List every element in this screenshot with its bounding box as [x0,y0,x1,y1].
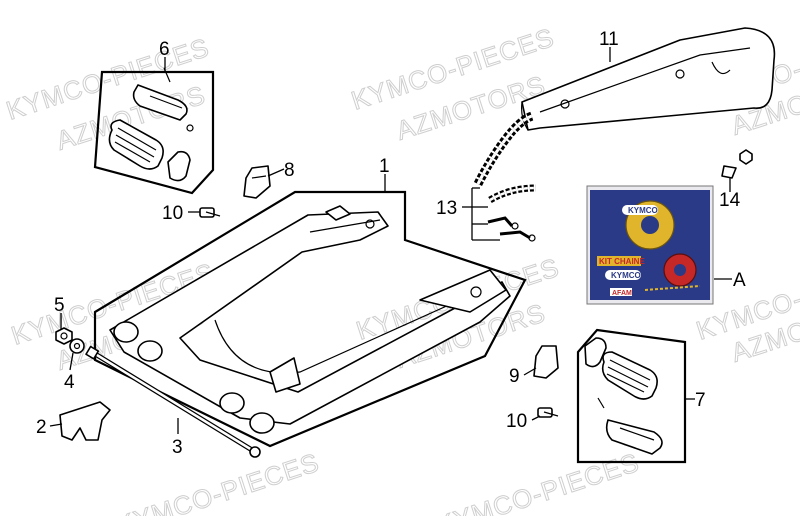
leader-lines [49,47,732,434]
callout-a: A [733,270,746,291]
watermark-brand-a: KYMCO-PIECES [113,447,323,516]
pivot-bushing [249,412,275,434]
footrest-cap [584,337,607,368]
part-13-chain [473,111,537,242]
footrest-rubber [108,119,164,170]
part-4-washer [69,338,85,354]
callout-2: 2 [36,417,47,438]
part-7-footrest-right-group [576,328,687,464]
callout-14: 14 [719,190,741,211]
part-8-bracket [243,165,271,199]
kit-brand-label-top: KYMCO [628,206,658,215]
callout-4: 4 [64,372,75,393]
part-14-bolt [721,149,753,179]
callout-11: 11 [599,29,619,50]
kit-title: KIT CHAINE [599,257,645,266]
footrest-bracket [605,419,663,455]
part-5-nut [55,327,73,345]
callout-9: 9 [509,366,520,387]
footrest-bracket [132,84,188,121]
watermark-brand-a: KYMCO-PIECES [433,447,643,516]
callout-6: 6 [159,39,170,60]
callout-1: 1 [379,156,390,177]
part-3-pivot-axle [85,345,261,458]
part-2-cover [59,401,111,441]
callout-8: 8 [284,160,295,181]
footrest-pin [597,397,605,409]
part-10-bolt-lower [537,407,559,418]
callout-7: 7 [695,390,706,411]
group-frame-7 [576,328,687,464]
callout-5: 5 [54,295,65,316]
part-a-chain-kit-box: KIT CHAINE KYMCO KYMCO AFAM [586,185,714,305]
pivot-bushing [219,392,245,414]
footrest-cap [167,150,191,182]
part-1-swingarm [109,205,511,434]
part-10-bolt-upper [199,207,221,218]
pivot-bushing [137,340,163,362]
kit-title-strip [597,256,641,266]
callout-3: 3 [172,437,183,458]
callout-13: 13 [436,198,457,219]
group-frame-6 [93,70,215,195]
callout-10-upper: 10 [162,203,183,224]
part-9-bracket [533,345,559,379]
part-11-chain-guard [521,27,776,131]
kit-brand-label: KYMCO [611,271,641,280]
kit-badge: AFAM [612,290,632,297]
callout-labels: 1 2 3 4 5 6 7 8 9 10 10 11 13 14 A [36,29,746,458]
part-6-footrest-left-group [93,67,215,195]
callout-10-lower: 10 [506,411,527,432]
pivot-bushing [113,321,139,343]
